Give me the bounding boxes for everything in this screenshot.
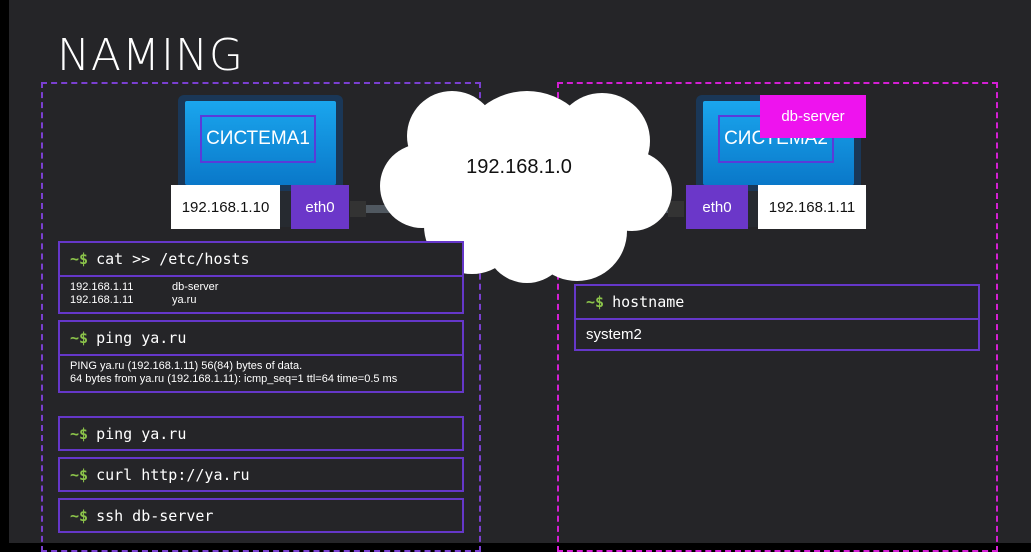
ping-command-panel: ~$ ping ya.ru — [58, 416, 464, 451]
command-text: ssh db-server — [96, 507, 214, 525]
system2-hostname-tag: db-server — [760, 95, 866, 138]
ping-output: PING ya.ru (192.168.1.11) 56(84) bytes o… — [70, 360, 397, 386]
network-cloud — [380, 91, 672, 283]
ssh-command-panel: ~$ ssh db-server — [58, 498, 464, 533]
prompt: ~$ — [586, 293, 605, 311]
hosts-entry: 192.168.1.11 ya.ru — [70, 294, 218, 307]
network-subnet: 192.168.1.0 — [466, 156, 572, 178]
hosts-panel: ~$ cat >> /etc/hosts 192.168.1.11 db-ser… — [58, 241, 464, 314]
prompt: ~$ — [70, 425, 89, 443]
command-text: ping ya.ru — [96, 329, 187, 347]
cable-right-plug — [668, 201, 684, 217]
hosts-entry-ip: 192.168.1.11 — [70, 294, 134, 306]
command-line: ~$ cat >> /etc/hosts — [60, 243, 462, 277]
command-line: ~$ ssh db-server — [60, 500, 462, 532]
hosts-entry-name: db-server — [172, 281, 219, 293]
hostname-output: system2 — [586, 326, 642, 343]
hosts-entry-ip: 192.168.1.11 — [70, 281, 134, 293]
hosts-entry: 192.168.1.11 db-server — [70, 281, 218, 294]
system1-ip: 192.168.1.10 — [171, 185, 280, 229]
ping-output-line: PING ya.ru (192.168.1.11) 56(84) bytes o… — [70, 360, 303, 372]
command-text: ping ya.ru — [96, 425, 187, 443]
system2-iface: eth0 — [686, 185, 748, 229]
ping-output-line: 64 bytes from ya.ru (192.168.1.11): icmp… — [70, 373, 398, 385]
command-text: curl http://ya.ru — [96, 466, 250, 484]
command-text: hostname — [612, 293, 685, 311]
system1-label: СИСТЕМА1 — [200, 115, 316, 163]
hostname-panel: ~$ hostname system2 — [574, 284, 980, 351]
command-line: ~$ hostname — [576, 286, 978, 320]
command-line: ~$ curl http://ya.ru — [60, 459, 462, 491]
prompt: ~$ — [70, 466, 89, 484]
slide-title: NAMING — [57, 30, 244, 81]
system1-iface: eth0 — [291, 185, 349, 229]
system2-ip: 192.168.1.11 — [758, 185, 866, 229]
hosts-entries: 192.168.1.11 db-server 192.168.1.11 ya.r… — [70, 281, 218, 307]
command-text: cat >> /etc/hosts — [96, 250, 250, 268]
prompt: ~$ — [70, 250, 89, 268]
cable-left-plug — [350, 201, 366, 217]
prompt: ~$ — [70, 507, 89, 525]
command-line: ~$ ping ya.ru — [60, 322, 462, 356]
curl-command-panel: ~$ curl http://ya.ru — [58, 457, 464, 492]
ping-output-panel: ~$ ping ya.ru PING ya.ru (192.168.1.11) … — [58, 320, 464, 393]
hosts-entry-name: ya.ru — [172, 294, 197, 306]
prompt: ~$ — [70, 329, 89, 347]
command-line: ~$ ping ya.ru — [60, 418, 462, 450]
